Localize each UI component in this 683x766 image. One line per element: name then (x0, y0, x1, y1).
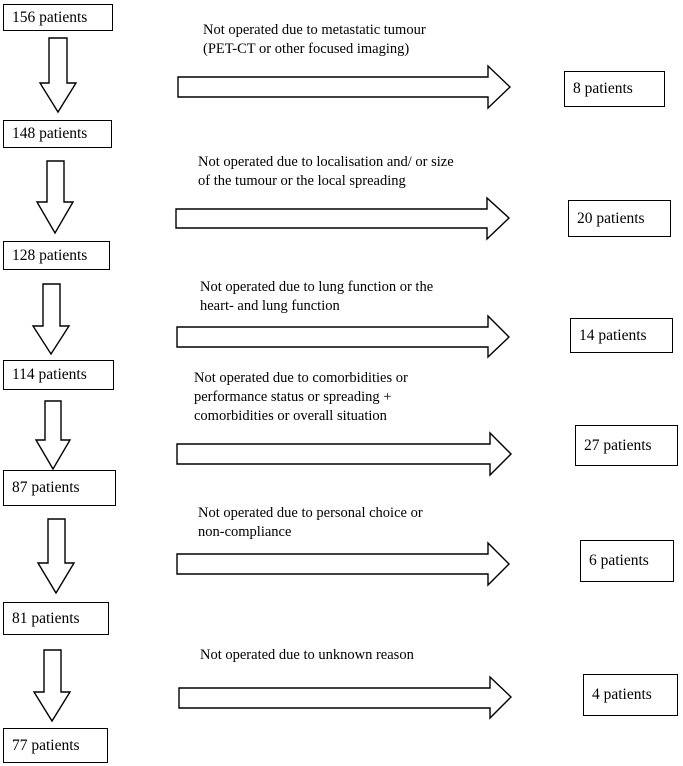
stage-count: 81 patients (12, 609, 80, 627)
stage-box: 77 patients (3, 728, 108, 763)
stage-count: 114 patients (12, 366, 87, 383)
down-arrow-6 (32, 649, 72, 723)
exclusion-reason: Not operated due to lung function or the… (200, 279, 434, 314)
exclusion-count-box: 27 patients (575, 425, 678, 466)
stage-box: 81 patients (3, 602, 109, 635)
stage-count: 156 patients (12, 8, 88, 26)
exclusion-reason: Not operated due to personal choice or n… (198, 505, 423, 540)
down-arrow-1 (38, 37, 78, 114)
exclusion-count-box: 20 patients (568, 200, 671, 237)
exclusion-count: 27 patients (584, 436, 652, 454)
exclusion-reason: Not operated due to unknown reason (200, 647, 414, 663)
exclusion-reason: Not operated due to comorbidities or per… (194, 370, 408, 424)
exclusion-reason: Not operated due to localisation and/ or… (198, 154, 454, 189)
exclusion-count-box: 8 patients (564, 71, 665, 107)
down-arrow-4 (34, 400, 72, 471)
stage-box: 148 patients (3, 120, 112, 148)
stage-count: 128 patients (12, 246, 88, 264)
exclusion-count: 4 patients (592, 686, 652, 703)
stage-box: 156 patients (3, 4, 113, 31)
exclusion-count: 14 patients (579, 326, 647, 344)
exclusion-reason: Not operated due to metastatic tumour (P… (203, 22, 426, 57)
stage-box: 114 patients (3, 360, 114, 390)
stage-box: 128 patients (3, 241, 110, 270)
right-arrow-4 (176, 431, 512, 477)
right-arrow-2 (175, 196, 511, 241)
exclusion-count-box: 14 patients (570, 318, 673, 353)
stage-count: 87 patients (12, 479, 80, 496)
right-arrow-5 (176, 541, 510, 587)
right-arrow-1 (177, 64, 512, 110)
down-arrow-2 (35, 160, 75, 235)
stage-box: 87 patients (3, 470, 116, 506)
exclusion-count: 20 patients (577, 209, 645, 227)
down-arrow-5 (36, 518, 76, 595)
exclusion-count: 6 patients (589, 552, 649, 569)
stage-count: 148 patients (12, 125, 88, 142)
right-arrow-3 (176, 314, 511, 359)
stage-count: 77 patients (12, 736, 80, 754)
exclusion-count: 8 patients (573, 80, 633, 97)
down-arrow-3 (31, 283, 71, 356)
exclusion-count-box: 6 patients (580, 540, 674, 582)
right-arrow-6 (178, 675, 513, 720)
exclusion-count-box: 4 patients (583, 674, 678, 716)
